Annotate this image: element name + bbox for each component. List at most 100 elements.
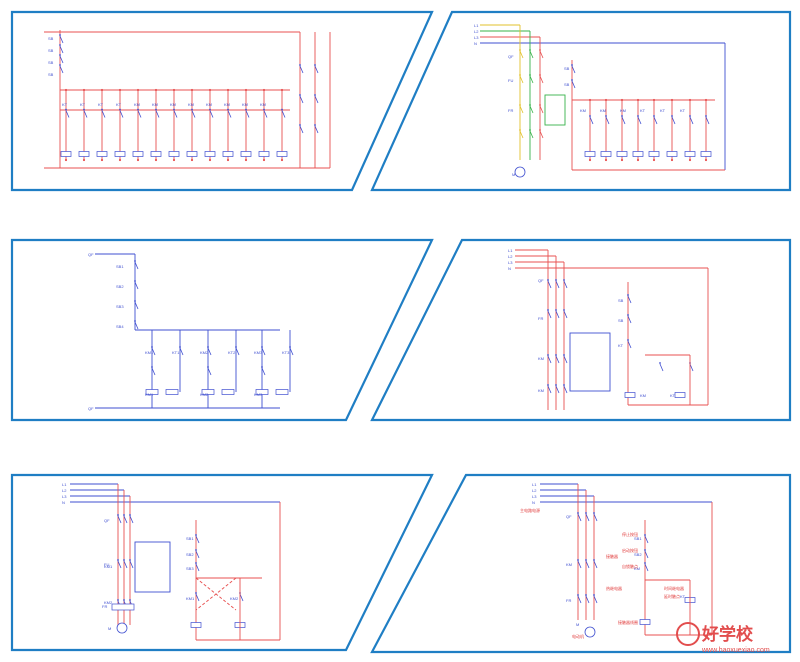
brand-logo-icon [676,622,700,646]
switch-contact-icon [621,116,626,125]
terminal-icon [129,599,131,601]
terminal-icon [134,280,136,282]
switch-contact-icon [314,65,319,74]
terminal-icon [65,108,67,111]
watermark-url: www.haoxuexiao.com [701,647,770,654]
switch-contact-icon [59,45,64,54]
switch-contact-icon [123,560,128,569]
switch-contact-icon [529,130,534,139]
coil-icon [258,151,270,157]
component-label: KM [206,102,212,107]
component-label: SB [564,82,570,87]
terminal-icon [261,366,263,368]
terminal-icon [129,559,131,561]
terminal-icon [59,64,61,66]
component-label: KM3 [254,392,263,397]
terminal-icon [593,512,595,514]
terminal-icon [644,534,646,536]
terminal-icon [227,108,229,111]
terminal-icon [539,49,541,51]
terminal-icon [577,559,579,561]
coil-icon [584,151,596,157]
terminal-icon [547,279,549,281]
component-label: KT [80,102,86,107]
terminal-icon [195,562,197,564]
component-label: L3 [508,260,513,265]
switch-contact-icon [134,301,139,310]
terminal-icon [314,94,316,96]
junction-dot [118,158,122,162]
terminal-icon [263,108,265,111]
component-label: KM [566,562,572,567]
motor-icon [514,166,526,178]
coil-icon [666,151,678,157]
junction-dot [652,158,656,162]
terminal-icon [299,124,301,126]
component-label: SB [48,48,54,53]
component-label: SB [618,298,624,303]
component-label: KT [680,594,686,599]
switch-contact-icon [644,550,649,559]
component-label: KM [188,102,194,107]
terminal-icon [637,115,639,117]
terminal-icon [547,354,549,356]
coil-icon [201,389,215,395]
component-label: KM2 [200,392,209,397]
component-label: KT [670,393,676,398]
terminal-icon [529,129,531,131]
switch-contact-icon [235,347,240,356]
terminal-icon [571,79,573,81]
coil-icon [240,151,252,157]
component-label: KM [260,102,266,107]
terminal-icon [191,108,193,111]
switch-contact-icon [705,116,710,125]
junction-dot [280,158,284,162]
switch-contact-icon [155,110,160,118]
switch-contact-icon [119,110,124,118]
coil-icon [222,151,234,157]
switch-contact-icon [577,513,582,522]
switch-contact-icon [123,515,128,524]
component-label: L2 [62,488,67,493]
component-label: KM [134,102,140,107]
component-label: SB4 [116,324,124,329]
terminal-icon [563,354,565,356]
switch-contact-icon [261,367,266,376]
terminal-icon [207,366,209,368]
coil-icon [145,389,159,395]
coil-icon [60,151,72,157]
terminal-icon [627,314,629,316]
component-label: SB2 [116,284,124,289]
switch-contact-icon [314,95,319,104]
terminal-icon [563,384,565,386]
component-label: QF [88,252,94,257]
component-label: KM [538,356,544,361]
switch-contact-icon [547,310,552,319]
junction-dot [208,158,212,162]
terminal-icon [555,384,557,386]
terminal-icon [689,115,691,117]
switch-contact-icon [555,310,560,319]
terminal-icon [117,599,119,601]
switch-contact-icon [585,560,590,569]
switch-contact-icon [529,75,534,84]
switch-contact-icon [637,116,642,125]
annotation-note: 接触器线圈 [618,619,638,625]
terminal-icon [555,354,557,356]
switch-contact-icon [593,595,598,604]
component-label: L1 [474,23,479,28]
component-label: KM [538,388,544,393]
terminal-icon [585,594,587,596]
switch-contact-icon [83,110,88,118]
junction-dot [226,158,230,162]
component-label: KT2 [228,350,236,355]
component-label: QF [538,278,544,283]
switch-contact-icon [299,95,304,104]
motor-icon [116,622,128,634]
coil-icon [78,151,90,157]
terminal-icon [123,514,125,516]
